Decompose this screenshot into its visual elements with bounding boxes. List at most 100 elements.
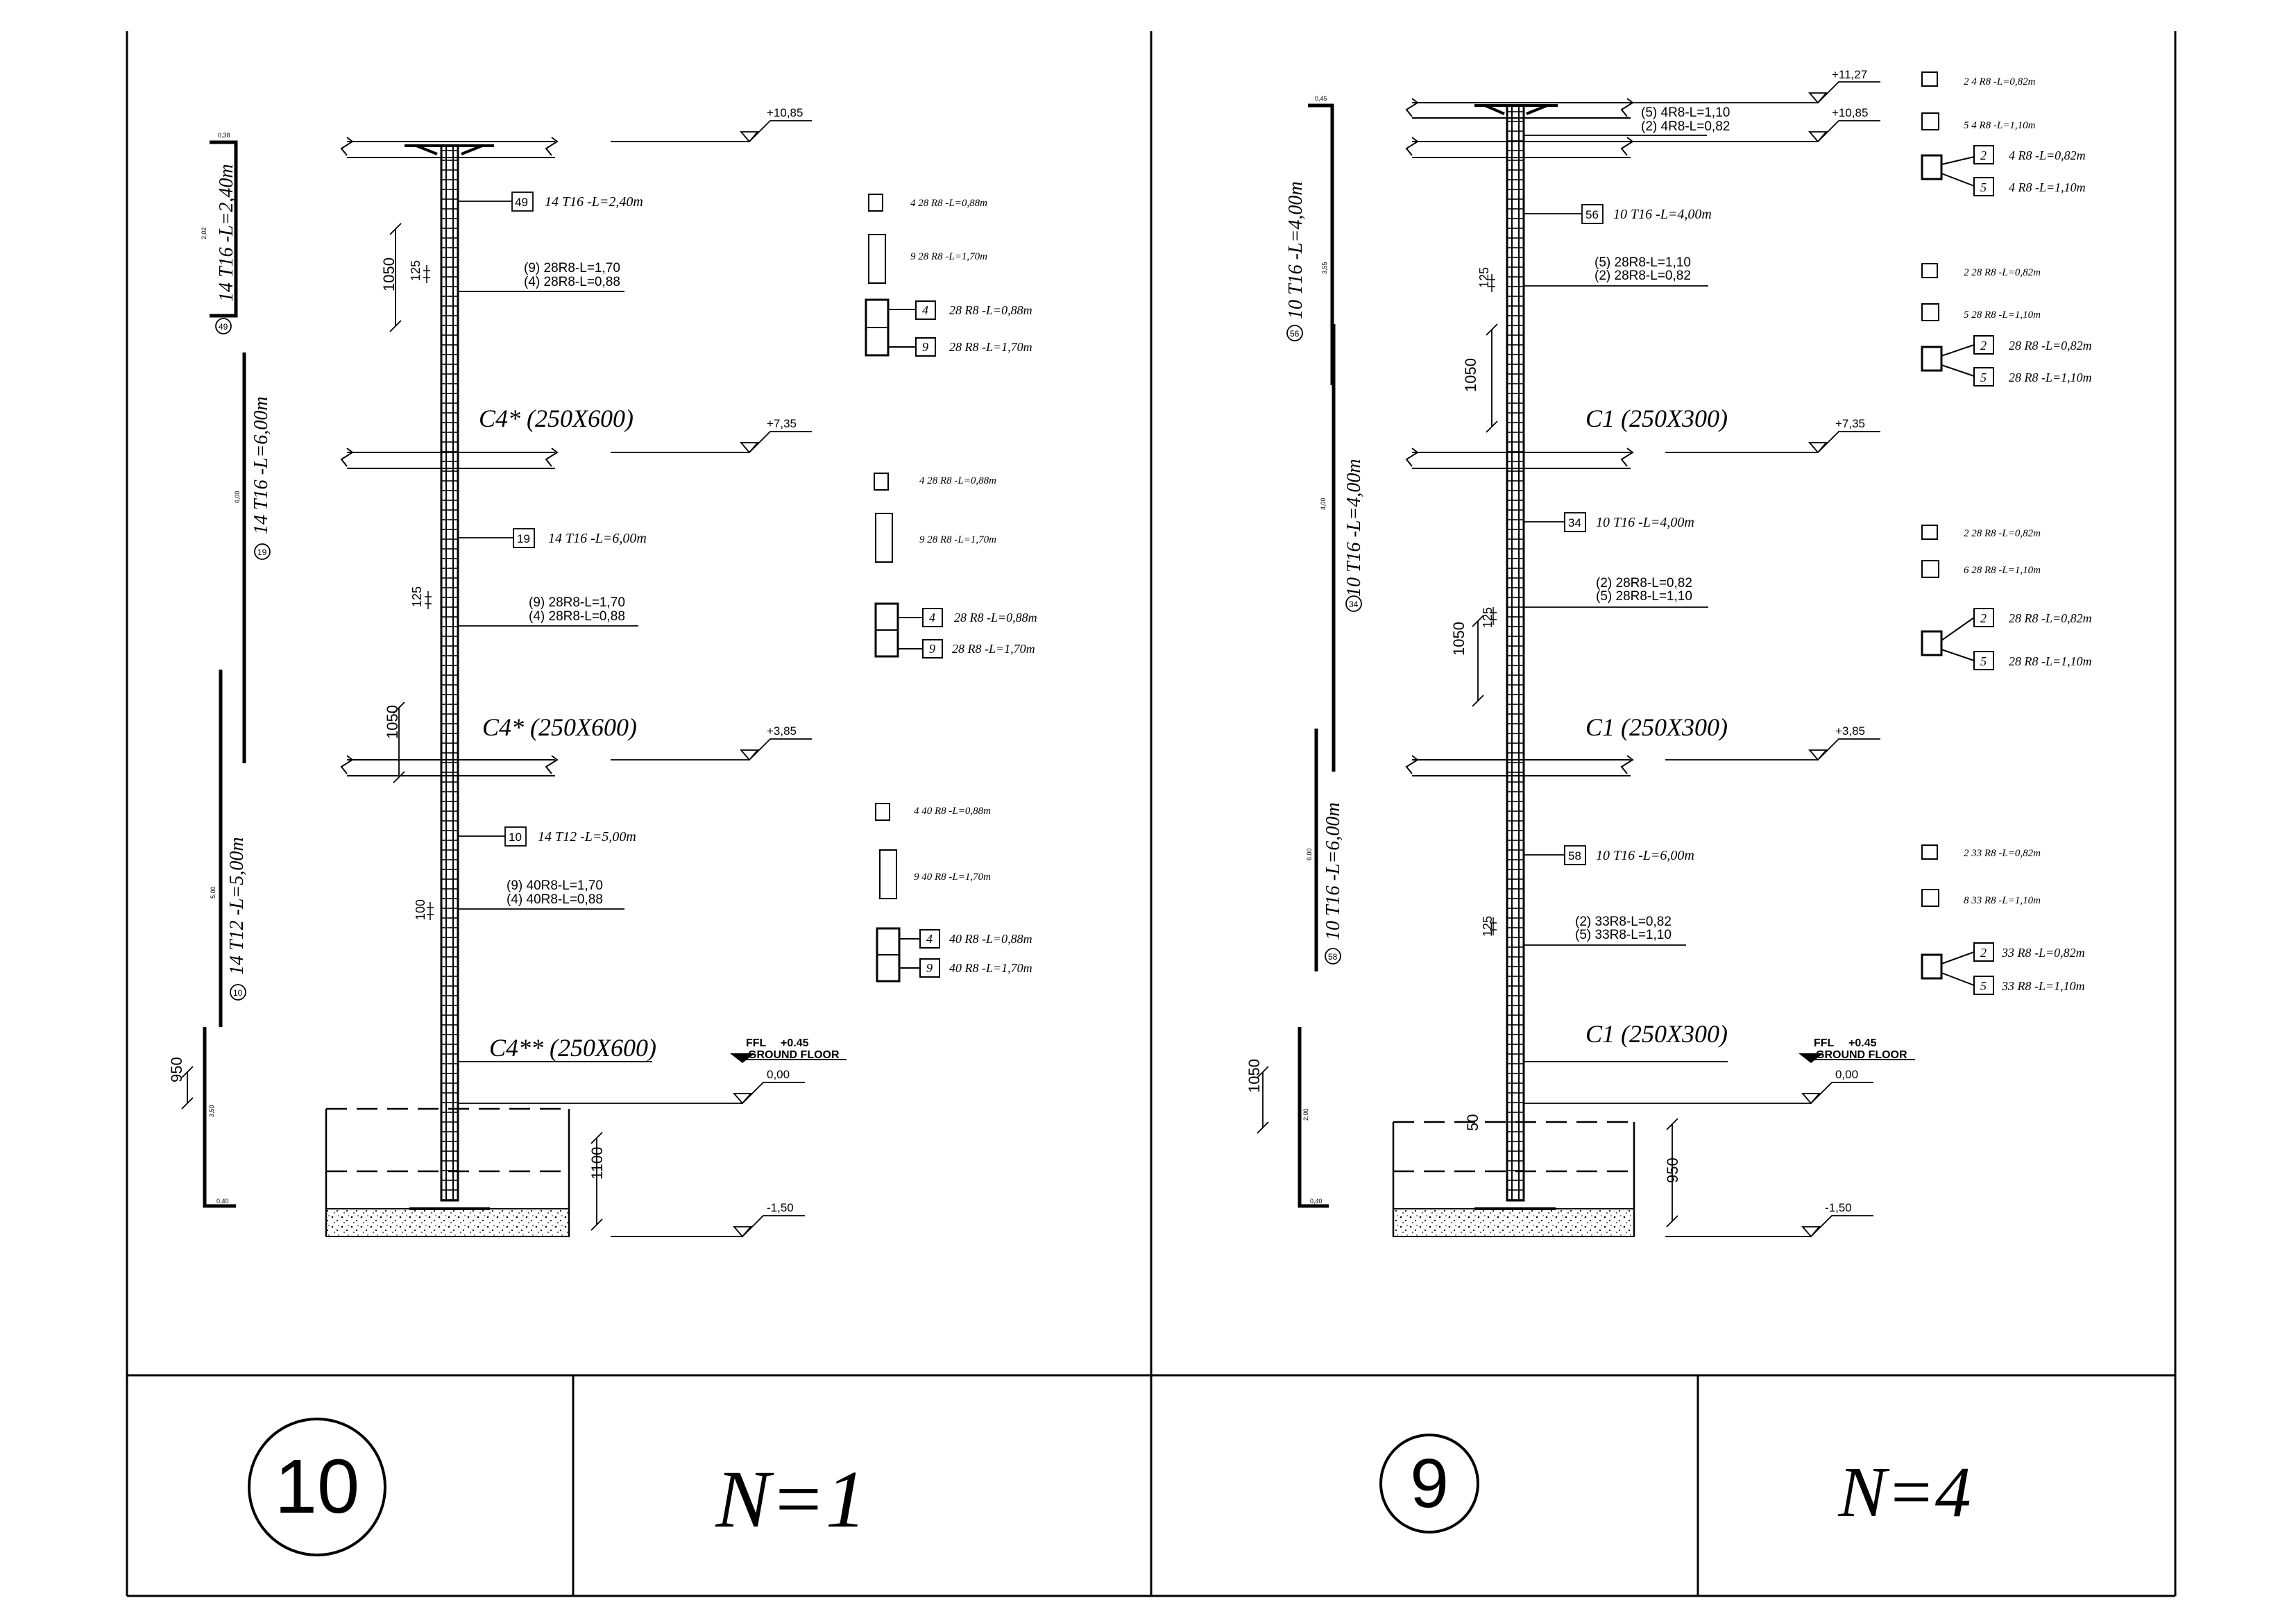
schedule-dim: 0,40 — [1310, 1198, 1323, 1205]
bar-mark: 49 — [515, 196, 528, 209]
stirrup-spec: 6 28 R8 -L=1,10m — [1964, 565, 2041, 576]
dimension: 1050 — [380, 257, 398, 291]
bar-mark: 34 — [1568, 516, 1581, 529]
ground-floor-label: GROUND FLOOR — [748, 1049, 840, 1061]
foundation-base — [325, 1208, 570, 1237]
schedule-dim: 3,55 — [1321, 262, 1328, 274]
title-number: 9 — [1410, 1445, 1449, 1522]
stirrup-box-mark: 9 — [922, 340, 928, 354]
stirrup-box-mark: 5 — [1980, 371, 1987, 384]
stirrup-box-text: 28 R8 -L=1,70m — [952, 642, 1035, 656]
stirrup-spec: 2 28 R8 -L=0,82m — [1964, 267, 2041, 278]
schedule-dim: 0,40 — [216, 1198, 229, 1205]
ffl-label: FFL — [746, 1037, 767, 1049]
bar-mark: 19 — [517, 532, 530, 545]
level-label: +7,35 — [767, 417, 797, 430]
dimension: 125 — [1481, 607, 1495, 628]
level-label: -1,50 — [1825, 1201, 1852, 1214]
dimension: 1050 — [1462, 358, 1479, 392]
bar-mark: 58 — [1568, 849, 1581, 863]
level-label: -1,50 — [767, 1201, 794, 1214]
bar-label: 10 T16 -L=4,00m — [1596, 515, 1694, 530]
stirrup-note: (9) 28R8-L=1,70 — [529, 595, 625, 610]
stirrup-note: (5) 33R8-L=1,10 — [1575, 928, 1672, 942]
foundation-base — [1393, 1208, 1635, 1237]
stirrup-spec: 4 28 R8 -L=0,88m — [919, 475, 996, 486]
level-label: +3,85 — [767, 724, 797, 738]
sheet-frame — [126, 31, 2177, 1597]
stirrup-note: (5) 28R8-L=1,10 — [1596, 589, 1692, 604]
dimension: 125 — [410, 586, 424, 607]
title-block-right: 9 N=4 — [1379, 1434, 1971, 1533]
column-elevation-left: +10,85 +7,35 +3,85 0,00 -1,50 FFL +0.45 … — [168, 106, 1037, 1238]
stirrup-box-mark: 5 — [1980, 979, 1987, 993]
stirrup-box-text: 28 R8 -L=0,82m — [2009, 339, 2092, 352]
dimension: 950 — [1664, 1157, 1681, 1183]
stirrup-note: (2) 28R8-L=0,82 — [1595, 269, 1691, 283]
bar-mark: 56 — [1585, 208, 1599, 221]
stirrup-box-text: 33 R8 -L=0,82m — [2001, 946, 2085, 960]
schedule-dim: 6,00 — [234, 491, 241, 503]
dimension: 1100 — [588, 1147, 606, 1180]
dimension: 50 — [1464, 1114, 1481, 1131]
column-body — [1506, 104, 1525, 1202]
stirrup-box-mark: 2 — [1980, 339, 1987, 352]
schedule-dim: 2,00 — [1302, 1108, 1309, 1121]
bar-label: 14 T16 -L=6,00m — [548, 531, 647, 546]
dimension: 125 — [409, 260, 423, 281]
stirrup-box-mark: 2 — [1980, 946, 1987, 960]
schedule-mark: 19 — [257, 547, 267, 557]
level-label: +7,35 — [1835, 417, 1865, 430]
section-label: C1 (250X300) — [1585, 405, 1728, 432]
schedule-dim: 3,50 — [208, 1105, 215, 1117]
stirrup-spec: 2 33 R8 -L=0,82m — [1964, 848, 2041, 859]
section-label: C4** (250X600) — [489, 1034, 656, 1062]
stirrup-note: (5) 4R8-L=1,10 — [1641, 105, 1730, 120]
stirrup-box-text: 28 R8 -L=0,82m — [2009, 611, 2092, 625]
stirrup-note: (4) 28R8-L=0,88 — [529, 609, 625, 624]
section-label: C4* (250X600) — [479, 405, 633, 432]
bar-label: 14 T12 -L=5,00m — [538, 829, 636, 844]
bar-label: 10 T16 -L=4,00m — [1613, 207, 1712, 222]
dimension: 125 — [1477, 267, 1491, 288]
schedule-dim: 4,00 — [1320, 498, 1327, 510]
dimension: 100 — [414, 899, 427, 920]
stirrup-box-text: 4 R8 -L=1,10m — [2009, 180, 2086, 194]
stirrup-spec: 4 40 R8 -L=0,88m — [914, 806, 991, 817]
stirrup-note: (5) 28R8-L=1,10 — [1595, 255, 1691, 270]
stirrup-box-text: 40 R8 -L=0,88m — [949, 932, 1032, 946]
schedule-mark: 58 — [1328, 952, 1338, 962]
schedule-mark: 10 — [233, 988, 243, 998]
stirrup-spec: 2 28 R8 -L=0,82m — [1964, 528, 2041, 539]
schedule-dim: 0,45 — [1315, 95, 1327, 102]
stirrup-note: (2) 28R8-L=0,82 — [1596, 576, 1692, 590]
stirrup-spec: 5 4 R8 -L=1,10m — [1964, 120, 2036, 131]
schedule-dim: 0,38 — [218, 132, 230, 139]
schedule-label: 10 T16 -L=4,00m — [1285, 181, 1307, 319]
stirrup-box-mark: 2 — [1980, 148, 1987, 162]
stirrup-spec: 9 28 R8 -L=1,70m — [910, 251, 987, 262]
stirrup-box-mark: 2 — [1980, 611, 1987, 625]
column-body — [440, 144, 459, 1202]
section-label: C1 (250X300) — [1585, 713, 1728, 741]
dimension: 125 — [1481, 916, 1495, 937]
stirrup-box-text: 28 R8 -L=0,88m — [954, 611, 1037, 624]
dimension: 1050 — [1450, 622, 1468, 656]
stirrup-box-mark: 9 — [926, 961, 933, 975]
title-number: 10 — [275, 1444, 359, 1529]
schedule-dim: 6,00 — [1306, 848, 1313, 860]
stirrup-spec: 2 4 R8 -L=0,82m — [1964, 76, 2036, 87]
element-count: N=4 — [1837, 1452, 1971, 1532]
stirrup-box-mark: 9 — [929, 642, 935, 656]
schedule-mark: 49 — [219, 322, 228, 332]
stirrup-box-text: 33 R8 -L=1,10m — [2001, 979, 2085, 993]
section-label: C1 (250X300) — [1585, 1020, 1728, 1048]
level-label: 0,00 — [1835, 1068, 1858, 1081]
stirrup-box-text: 28 R8 -L=1,10m — [2009, 654, 2092, 668]
element-count: N=1 — [715, 1454, 866, 1545]
schedule-mark: 56 — [1290, 329, 1300, 339]
stirrup-spec: 5 28 R8 -L=1,10m — [1964, 309, 2041, 321]
stirrup-box-text: 28 R8 -L=0,88m — [949, 303, 1032, 317]
bar-label: 14 T16 -L=2,40m — [545, 194, 643, 210]
